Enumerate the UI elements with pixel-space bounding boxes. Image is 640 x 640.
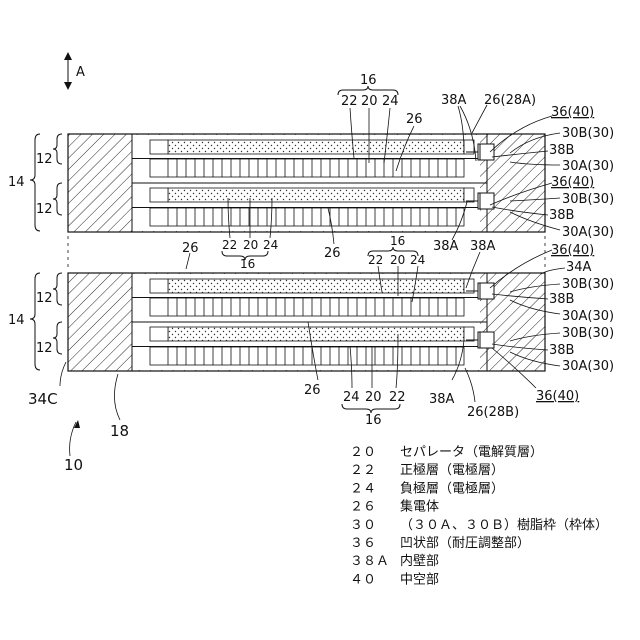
legend-text: 正極層（電極層）	[400, 462, 504, 478]
label-26-28B: 26(28B)	[467, 405, 519, 420]
legend-number: ３６	[350, 536, 376, 551]
legend-number: ３０	[350, 518, 376, 533]
hollow-part-40	[480, 144, 494, 160]
label-26-mid-left: 26	[182, 241, 199, 256]
legend-text: セパレータ（電解質層）	[400, 445, 543, 460]
label-12-d: 12	[36, 341, 53, 356]
label-30A-b: 30A(30)	[562, 225, 614, 240]
electrode-layer	[150, 347, 464, 365]
label-10: 10	[64, 456, 83, 474]
braces	[30, 134, 62, 370]
electrode-end	[150, 279, 168, 293]
electrode-layer	[150, 208, 464, 226]
legend-number: ２６	[350, 500, 376, 515]
label-34C: 34C	[28, 390, 58, 408]
label-16-top: 16	[360, 73, 377, 88]
label-16-mid2: 16	[390, 234, 405, 248]
legend-text: 負極層（電極層）	[400, 480, 504, 496]
label-16-mid: 16	[240, 257, 255, 271]
label-22-bot: 22	[389, 390, 406, 405]
legend-text: 集電体	[400, 499, 439, 515]
label-38A-top: 38A	[441, 93, 467, 108]
separator-layer	[168, 327, 464, 341]
legend-number: ２２	[350, 463, 376, 478]
label-18: 18	[110, 422, 129, 440]
label-30B-a: 30B(30)	[562, 126, 614, 141]
label-30B-d: 30B(30)	[562, 326, 614, 341]
label-38B-d: 38B	[549, 343, 574, 358]
label-12-a: 12	[36, 152, 53, 167]
label-26-bot: 26	[304, 383, 321, 398]
label-12-c: 12	[36, 291, 53, 306]
label-30A-d: 30A(30)	[562, 359, 614, 374]
label-36-40-c: 36(40)	[551, 243, 594, 258]
legend: ２０ セパレータ（電解質層） ２２ 正極層（電極層） ２４ 負極層（電極層） ２６ 集電体 ３０…	[350, 445, 608, 587]
electrode-end	[464, 188, 474, 202]
label-22-top: 22	[341, 94, 358, 109]
label-26-top: 26	[406, 112, 423, 127]
label-26-28A: 26(28A)	[484, 93, 536, 108]
label-38B-a: 38B	[549, 143, 574, 158]
legend-text: 中空部	[400, 572, 439, 587]
label-38A-mid2: 38A	[470, 239, 496, 254]
legend-text: （３０Ａ、３０Ｂ）樹脂枠（枠体）	[400, 518, 608, 533]
separator-layer	[168, 188, 464, 202]
legend-text: 内壁部	[400, 553, 439, 569]
label-22-mid: 22	[222, 238, 237, 252]
brace-16-bottom	[342, 404, 400, 413]
hollow-part-40	[480, 332, 494, 348]
legend-number: ３８Ａ	[350, 554, 389, 569]
label-20-mid2: 20	[390, 253, 405, 267]
separator-layer	[168, 140, 464, 154]
direction-label: A	[76, 65, 85, 80]
label-24-bot: 24	[343, 390, 360, 405]
electrode-end	[464, 327, 474, 341]
legend-number: ４０	[350, 572, 376, 587]
hollow-part-40	[480, 283, 494, 299]
label-24-mid: 24	[263, 238, 278, 252]
label-20-top: 20	[361, 94, 378, 109]
label-38B-c: 38B	[549, 292, 574, 307]
legend-number: ２４	[350, 481, 376, 496]
label-12-b: 12	[36, 202, 53, 217]
separator-layer	[168, 279, 464, 293]
label-14-a: 14	[8, 175, 25, 190]
label-16-bot: 16	[365, 413, 382, 428]
cell-stack-lower	[68, 273, 545, 371]
label-38A-bot: 38A	[429, 392, 455, 407]
legend-text: 凹状部（耐圧調整部）	[400, 536, 530, 551]
label-30A-a: 30A(30)	[562, 159, 614, 174]
label-34A: 34A	[566, 260, 592, 275]
electrode-layer	[150, 298, 464, 316]
label-36-40-b: 36(40)	[551, 175, 594, 190]
label-20-mid: 20	[243, 238, 258, 252]
label-30B-b: 30B(30)	[562, 192, 614, 207]
label-20-bot: 20	[365, 390, 382, 405]
electrode-end	[150, 140, 168, 154]
electrode-layer	[150, 159, 464, 177]
resin-frame-left	[68, 273, 132, 371]
cell-stack-upper	[68, 134, 545, 232]
label-24-mid2: 24	[410, 253, 425, 267]
legend-number: ２０	[350, 445, 376, 460]
hollow-part-40	[480, 193, 494, 209]
label-22-mid2: 22	[368, 253, 383, 267]
label-38B-b: 38B	[549, 208, 574, 223]
label-30A-c: 30A(30)	[562, 309, 614, 324]
label-26-mid-center: 26	[324, 246, 341, 261]
label-36-40-d: 36(40)	[536, 389, 579, 404]
label-24-top: 24	[382, 94, 399, 109]
resin-frame-left	[68, 134, 132, 232]
label-14-b: 14	[8, 313, 25, 328]
electrode-end	[150, 327, 168, 341]
resin-frame-right	[487, 273, 545, 371]
label-30B-c: 30B(30)	[562, 277, 614, 292]
electrode-end	[150, 188, 168, 202]
label-38A-mid: 38A	[433, 239, 459, 254]
label-36-40-a: 36(40)	[551, 105, 594, 120]
direction-arrow: A	[64, 52, 85, 90]
